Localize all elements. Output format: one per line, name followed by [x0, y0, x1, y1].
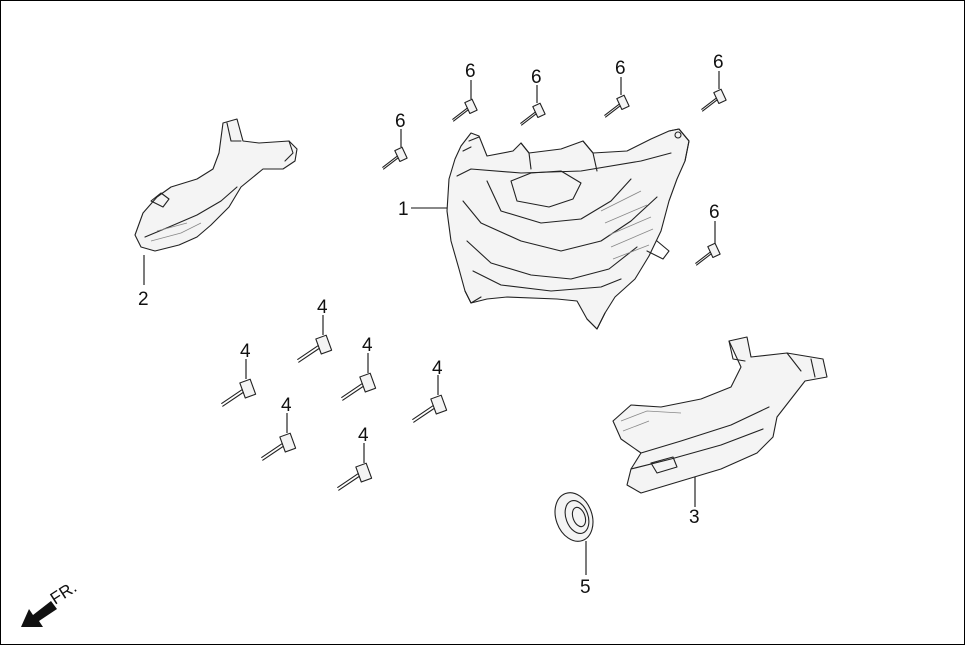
screw-6b: [520, 102, 546, 126]
leader-lines: [143, 71, 720, 575]
callout-5: 5: [580, 577, 591, 598]
screw-6e: [382, 146, 408, 170]
callout-6a: 6: [465, 61, 476, 82]
callout-6b: 6: [531, 67, 542, 88]
screw-4d: [261, 432, 297, 461]
screw-6a: [452, 98, 478, 122]
callout-3: 3: [689, 507, 700, 528]
screw-4a: [221, 378, 257, 407]
right-turn-signal: [612, 336, 828, 494]
screw-4f: [337, 462, 373, 491]
callout-4d: 4: [281, 395, 292, 416]
callout-2: 2: [138, 289, 149, 310]
callout-6e: 6: [395, 111, 406, 132]
screw-4b: [297, 334, 333, 363]
callouts: 1 2 3 4 4 4 4 4 4 5 6 6 6 6 6 6: [138, 52, 724, 598]
callout-6c: 6: [615, 58, 626, 79]
callout-6d: 6: [713, 52, 724, 73]
screw-6d: [701, 88, 727, 112]
screw-4c: [341, 372, 377, 401]
front-direction-indicator: FR.: [21, 578, 80, 627]
callout-1: 1: [398, 199, 409, 220]
headlight-assembly: [446, 128, 690, 330]
screw-6f: [695, 242, 721, 266]
front-arrow-icon: [21, 601, 57, 627]
screw-4e: [412, 394, 448, 423]
callout-4a: 4: [240, 341, 251, 362]
grommet: [554, 492, 594, 542]
callout-6f: 6: [709, 202, 720, 223]
left-turn-signal: [134, 118, 298, 252]
callout-4b: 4: [317, 297, 328, 318]
screw-6c: [604, 94, 630, 118]
callout-4c: 4: [362, 335, 373, 356]
callout-4e: 4: [432, 358, 443, 379]
callout-4f: 4: [358, 425, 369, 446]
